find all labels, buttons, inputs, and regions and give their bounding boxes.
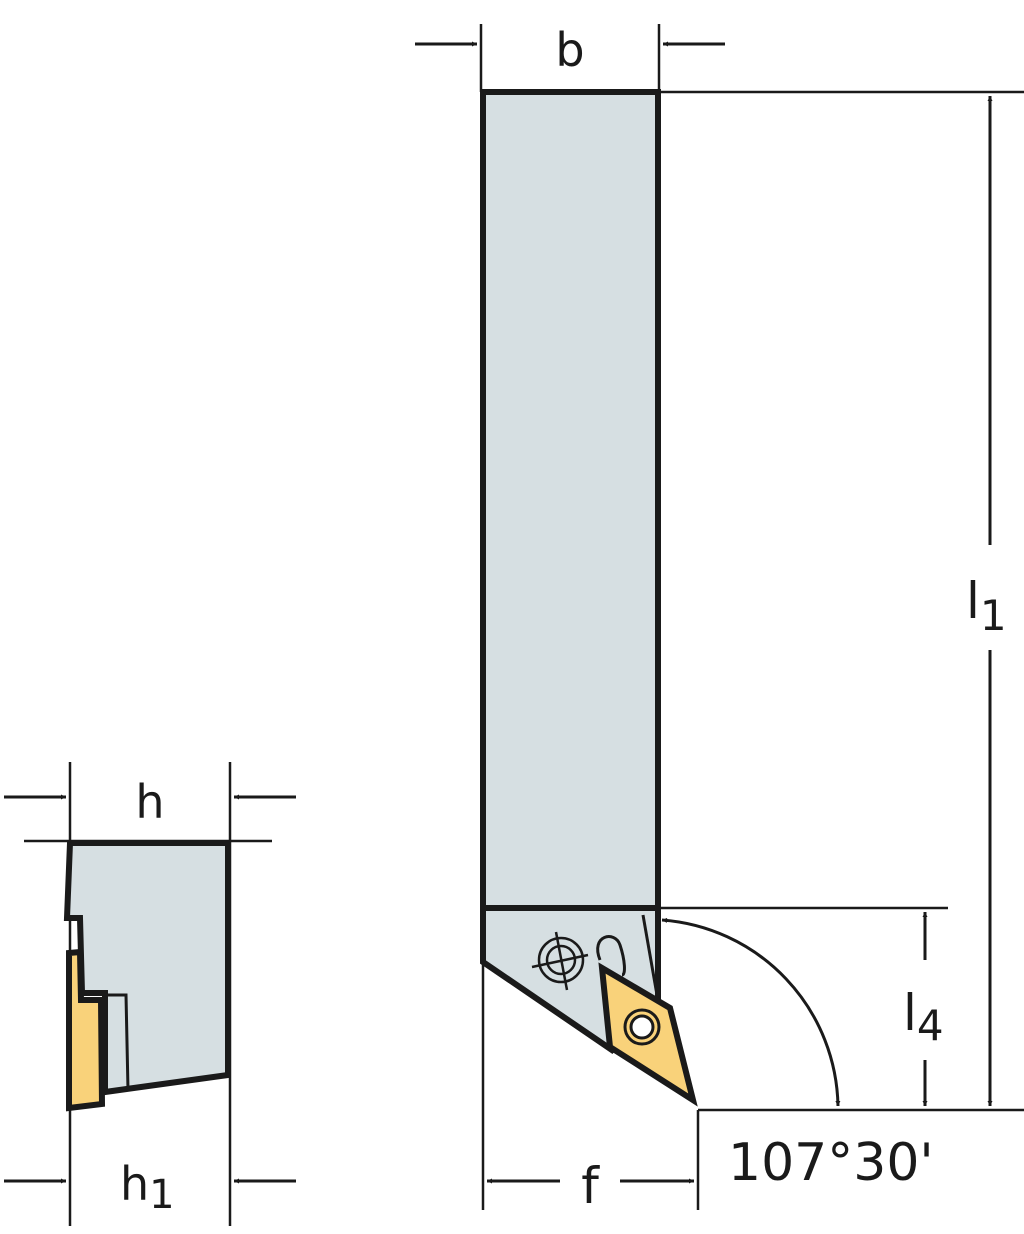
shank (480, 89, 661, 911)
holder-body-side (63, 840, 231, 1096)
insert-side (66, 948, 106, 1112)
clamp-lever (596, 935, 626, 977)
insert-hole (623, 1008, 661, 1046)
l4-label: l4 (903, 984, 944, 1050)
side-view (4, 762, 296, 1226)
h1-label: h1 (120, 1157, 175, 1218)
top-view (415, 24, 1024, 1210)
h-label: h (135, 775, 164, 829)
angle-label: 107°30' (728, 1133, 934, 1193)
f-label: f (581, 1157, 600, 1215)
clamp-screw-icon (531, 931, 589, 991)
angle-arc (661, 917, 841, 1107)
shim (105, 993, 130, 1091)
l1-label: l1 (966, 572, 1007, 640)
b-label: b (555, 23, 584, 77)
